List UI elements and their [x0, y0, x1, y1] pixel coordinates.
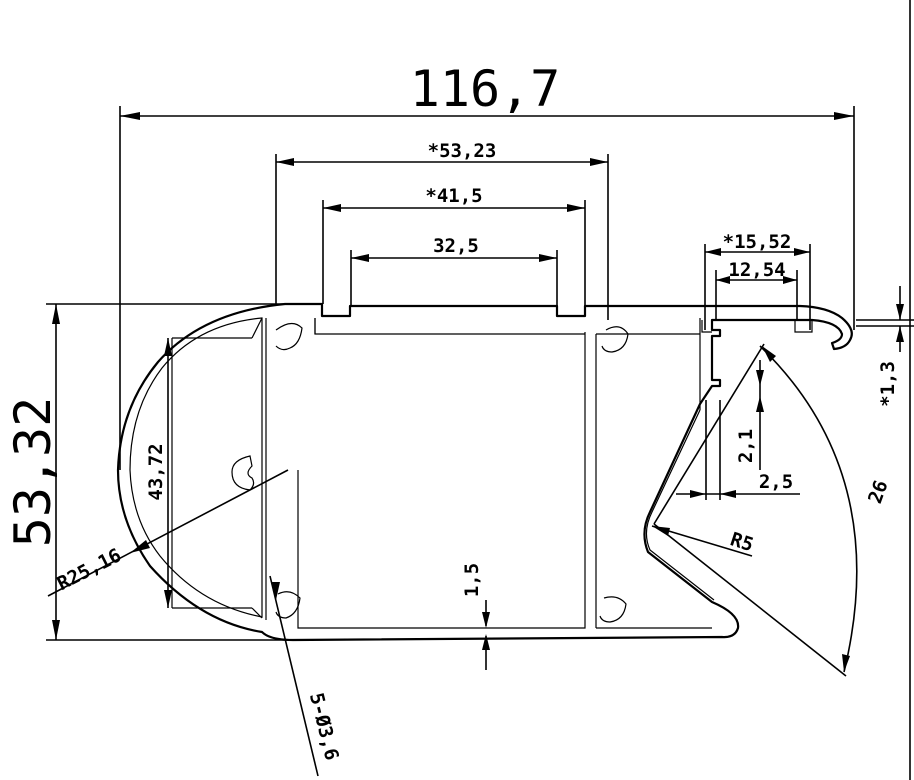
dim-slot: 32,5 [350, 235, 558, 306]
label-rib-height: 2,1 [735, 429, 757, 463]
label-lip-thickness: *1,3 [877, 361, 899, 407]
dim-overall-height: 53,32 [4, 303, 290, 641]
label-arc-angle: 26 [864, 477, 893, 506]
profile-outer-contour [116, 302, 853, 642]
profile-inner-contour [129, 317, 263, 618]
inner-chamber [297, 318, 586, 629]
label-clip-inner-width: 12,54 [728, 259, 785, 281]
dim-wall-thickness: 1,5 [461, 563, 490, 670]
label-overall-height: 53,32 [4, 397, 62, 548]
label-outer-channel-width: *53,23 [428, 140, 497, 162]
label-slot-width: 32,5 [433, 235, 479, 257]
dim-lip: *1,3 [856, 286, 914, 407]
dim-outer-channel: *53,23 [275, 140, 609, 320]
dim-inner-channel: *41,5 [322, 185, 586, 306]
screw-boss-3 [231, 455, 255, 491]
screw-boss-1 [275, 322, 303, 351]
screw-boss-2 [601, 326, 629, 353]
label-radius-large: R25,16 [54, 544, 125, 595]
label-rib-gap: 2,5 [759, 471, 793, 493]
label-overall-width: 116,7 [410, 60, 561, 118]
label-radius-small: R5 [728, 528, 757, 556]
label-holes: 5-Ø3,6 [305, 691, 343, 763]
profile-outline [116, 302, 853, 642]
dim-radius-small: R5 [651, 525, 757, 557]
label-inner-channel-width: *41,5 [425, 185, 482, 207]
dim-inner-height: 43,72 [145, 338, 172, 608]
dim-clip: *15,52 12,54 [704, 231, 811, 330]
dim-holes: 5-Ø3,6 [269, 575, 343, 777]
label-wall-thickness: 1,5 [461, 563, 483, 597]
label-inner-height: 43,72 [145, 443, 167, 500]
label-clip-outer-width: *15,52 [723, 231, 792, 253]
screw-boss-5 [599, 596, 627, 623]
dim-overall-width: 116,7 [119, 60, 855, 470]
dim-arc: 26 [653, 343, 893, 677]
dim-rib-height: 2,1 [735, 360, 764, 470]
